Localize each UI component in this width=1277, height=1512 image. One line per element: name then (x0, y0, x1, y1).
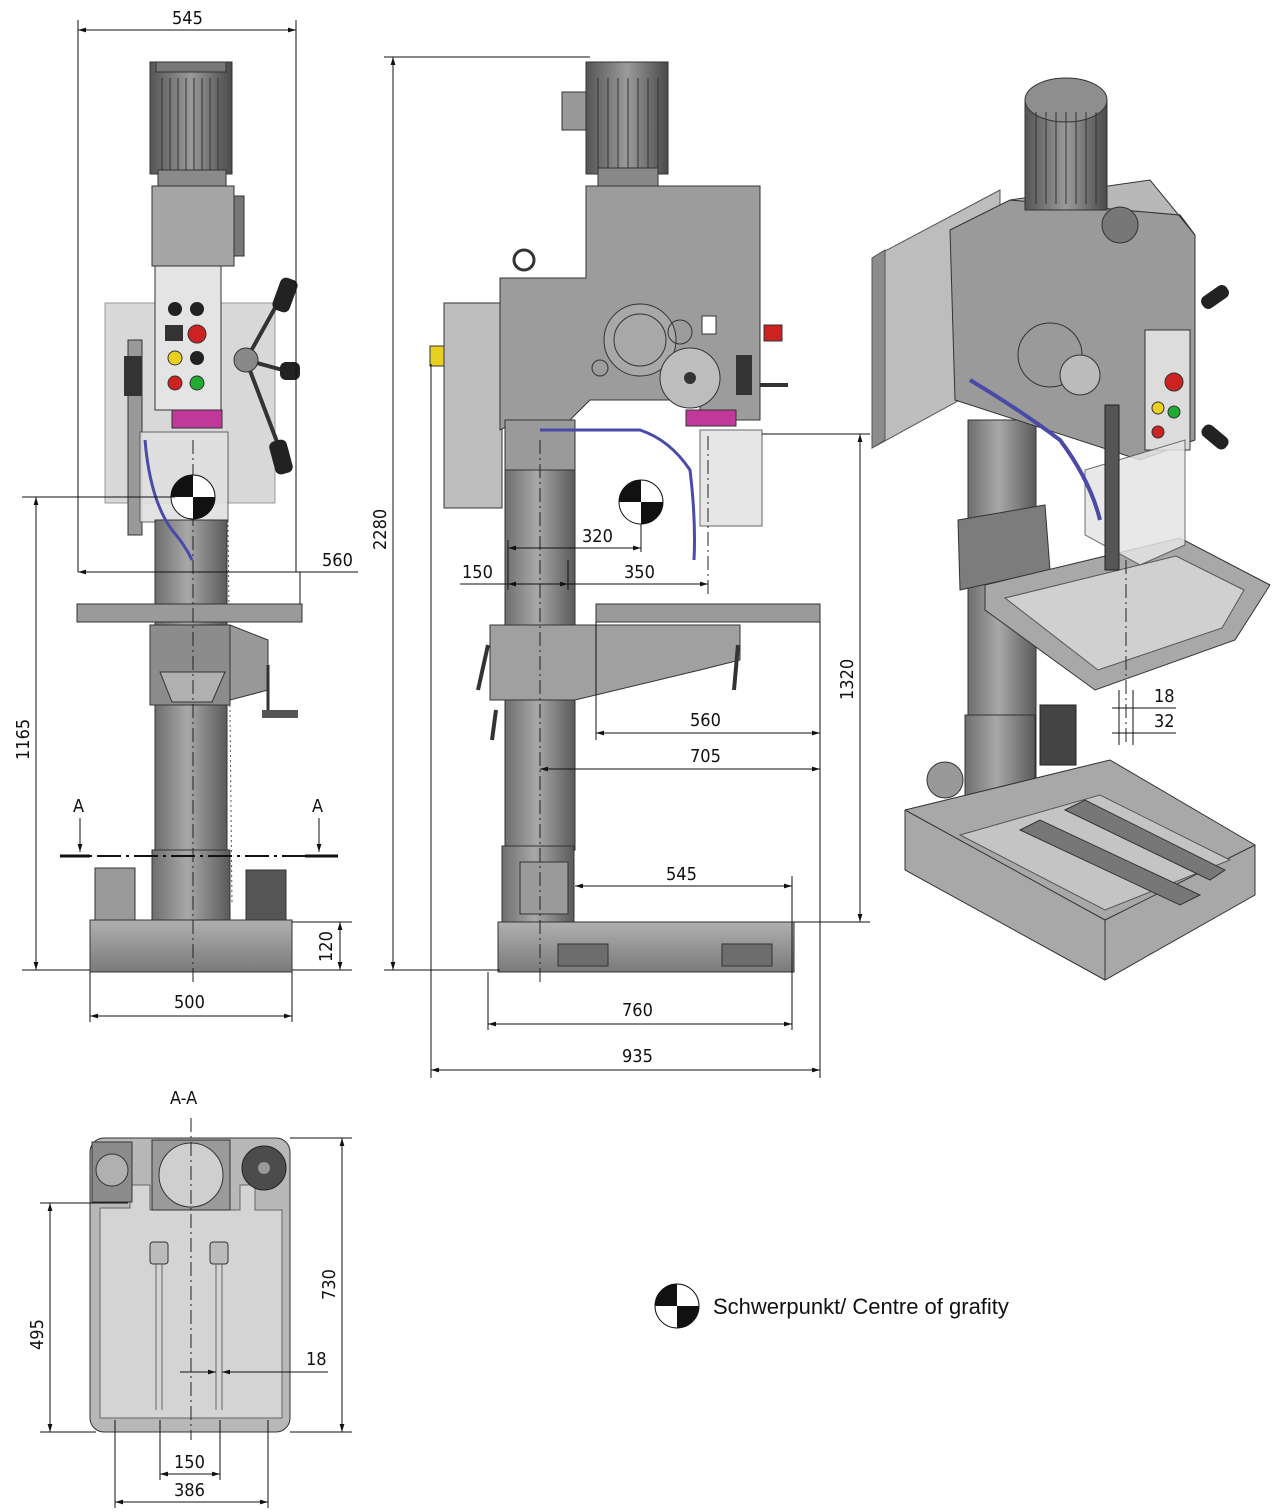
side-table-arm (489, 624, 741, 701)
dim-slot-32: 32 (1154, 711, 1175, 732)
centre-of-gravity-icon (618, 479, 664, 525)
section-view: A-A 730 495 18 (27, 1088, 352, 1508)
section-mark-right: A (312, 796, 323, 817)
dim-column-offset: 150 (462, 562, 493, 583)
section-dim-slot-center: 495 (27, 1319, 48, 1350)
dim-base-inner: 545 (666, 864, 697, 885)
side-electrical-box (443, 302, 503, 509)
spindle-coupling (171, 409, 223, 429)
front-table (76, 603, 303, 623)
section-dim-depth: 730 (319, 1269, 340, 1300)
emergency-switch-icon (165, 325, 183, 341)
dim-base-length: 760 (622, 1000, 653, 1021)
yellow-button-icon (167, 350, 183, 366)
dim-base-height: 120 (316, 931, 337, 962)
legend: Schwerpunkt/ Centre of grafity (654, 1283, 1009, 1329)
front-control-panel (154, 265, 222, 411)
section-title: A-A (170, 1088, 197, 1109)
centre-of-gravity-icon (654, 1283, 700, 1329)
front-view: A A 545 560 1165 120 500 (13, 8, 358, 1022)
legend-label: Schwerpunkt/ Centre of grafity (713, 1294, 1009, 1319)
dim-table-width: 560 (322, 550, 353, 571)
iso-view: 18 32 (871, 77, 1271, 981)
side-chip-guard (699, 429, 763, 527)
dim-table-depth: 560 (690, 710, 721, 731)
black-button-icon (168, 302, 182, 316)
dim-height-cg: 1165 (13, 719, 34, 760)
coolant-pump (94, 867, 136, 921)
dim-slot-18: 18 (1154, 686, 1175, 707)
dim-width-top: 545 (172, 8, 203, 29)
red-button-icon (167, 375, 183, 391)
side-view: 2280 320 150 350 560 705 545 1320 760 (370, 56, 870, 1078)
side-table (595, 603, 821, 623)
section-mark-left: A (73, 796, 84, 817)
dim-total-height: 2280 (370, 509, 391, 550)
dim-spindle-offset: 350 (624, 562, 655, 583)
side-motor (585, 61, 669, 175)
dim-base-width: 500 (174, 992, 205, 1013)
dim-spindle-to-table: 705 (690, 746, 721, 767)
dim-total-depth: 935 (622, 1046, 653, 1067)
dim-cg-offset: 320 (582, 526, 613, 547)
front-base (89, 919, 293, 973)
front-column (154, 519, 228, 906)
black-button-icon (190, 351, 204, 365)
green-button-icon (189, 375, 205, 391)
section-dim-slot-width: 18 (306, 1349, 327, 1370)
black-button-icon (190, 302, 204, 316)
section-dim-base-width: 386 (174, 1480, 205, 1501)
front-head (151, 185, 235, 267)
section-dim-slot-spacing: 150 (174, 1452, 205, 1473)
dim-spindle-to-base: 1320 (837, 659, 858, 700)
emergency-stop-icon (187, 324, 207, 344)
centre-of-gravity-icon (170, 474, 216, 520)
